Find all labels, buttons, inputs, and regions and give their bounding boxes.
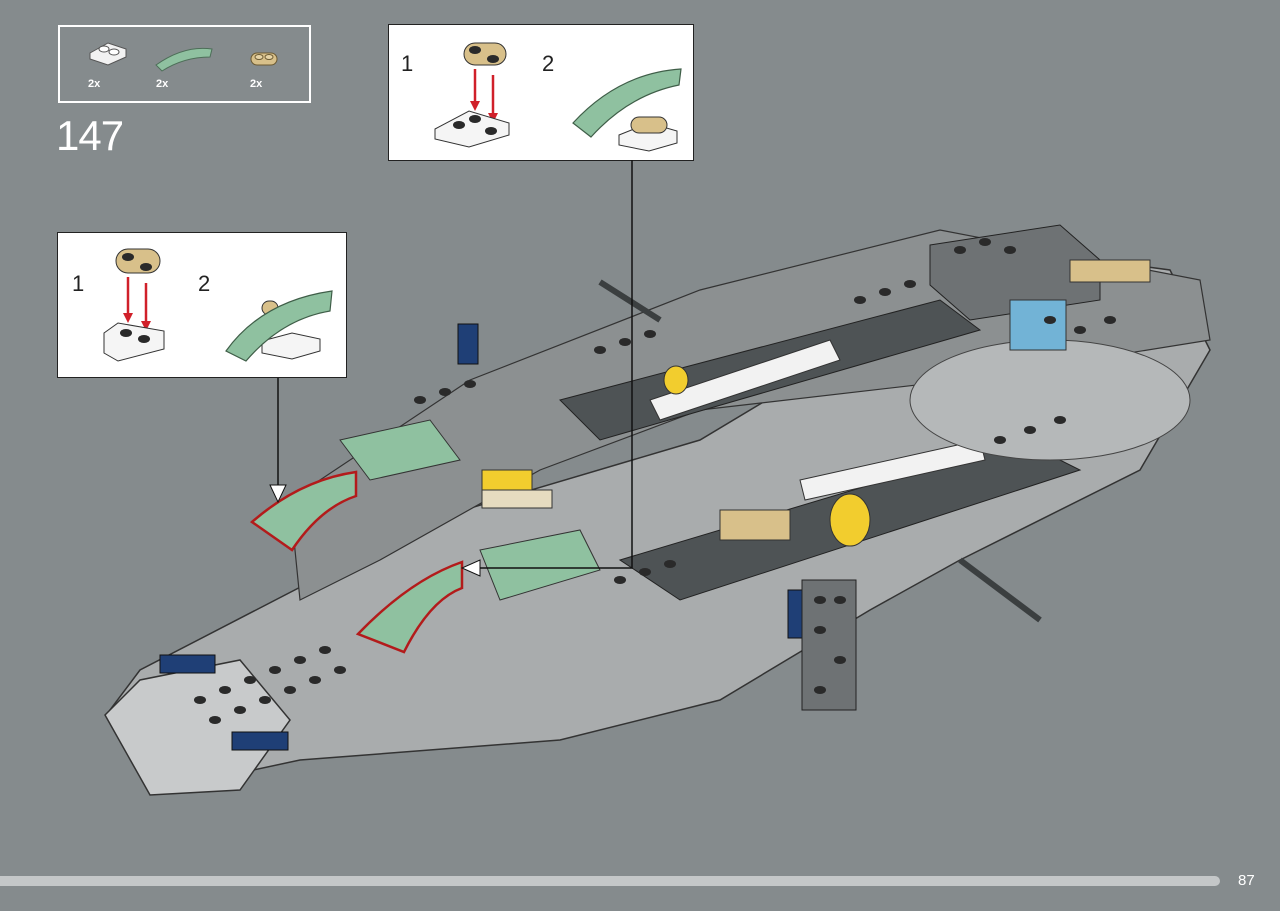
white-beam (649, 339, 841, 421)
turntable-disc (909, 339, 1191, 461)
callout-leader-line (478, 160, 633, 569)
axle (598, 279, 662, 323)
curved-slope-result-illustration (572, 68, 682, 152)
part-qty: 2x (250, 78, 263, 90)
substep-number: 2 (198, 271, 211, 296)
white-wedge-plate-icon (89, 42, 127, 66)
rear-block (929, 224, 1101, 321)
vertical-beam (801, 579, 857, 711)
tan-plate-onto-wedge-illustration (434, 42, 510, 148)
axle (958, 557, 1042, 623)
sand-green-plate (479, 529, 601, 601)
yellow-connector (663, 365, 689, 395)
dark-blue-tile (231, 731, 289, 751)
tan-tile (481, 489, 553, 509)
light-blue-brick (1009, 299, 1067, 351)
parts-list-box: 2x 2x 2x (58, 25, 311, 103)
tan-tile (1069, 259, 1151, 283)
dark-blue-tile (457, 323, 479, 365)
substep-number: 1 (401, 51, 414, 76)
part-qty: 2x (88, 78, 101, 90)
white-beam (799, 439, 986, 501)
callout-arrowhead (269, 484, 287, 504)
step-number: 147 (56, 112, 124, 159)
curved-slope-result-illustration (225, 290, 333, 362)
tan-plate-onto-wedge-illustration (103, 248, 165, 362)
dark-blue-tile (159, 654, 216, 674)
subassembly-callout-left: 1 2 (57, 232, 347, 378)
tan-tile (719, 509, 791, 541)
page-number: 87 (1238, 872, 1255, 889)
sand-green-curved-slope-icon (155, 47, 213, 72)
subassembly-callout-top: 1 2 (388, 24, 694, 161)
highlighted-new-slope-left (249, 470, 358, 552)
progress-bar (0, 876, 1220, 886)
highlighted-new-slope-right (355, 560, 464, 654)
substep-number: 2 (542, 51, 555, 76)
stud-group (194, 238, 1116, 724)
front-nose (104, 659, 291, 796)
sand-green-plate (339, 419, 461, 481)
substep-number: 1 (72, 271, 85, 296)
part-qty: 2x (156, 78, 169, 90)
yellow-connector (829, 493, 871, 547)
tan-plate-1x2-icon (250, 52, 278, 66)
callout-arrowhead (460, 559, 481, 577)
